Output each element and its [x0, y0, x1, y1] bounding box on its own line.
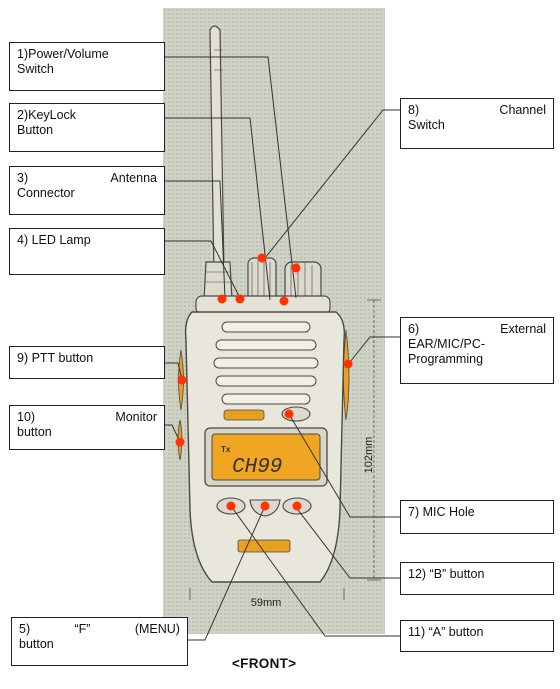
label-text: Button	[17, 123, 54, 137]
label-text: 6)	[408, 322, 420, 336]
label-text: Programming	[408, 352, 484, 366]
label-led-lamp: 4) LED Lamp	[9, 228, 165, 275]
callout-markers	[175, 253, 353, 511]
antenna-icon	[203, 25, 233, 301]
label-monitor-button: 10) Monitor button	[9, 405, 165, 450]
svg-text:Tx: Tx	[221, 445, 231, 454]
label-text: 9) PTT button	[17, 351, 94, 365]
label-text: 8)	[408, 103, 420, 117]
height-dimension	[367, 299, 381, 581]
label-text: 12) “B” button	[408, 567, 485, 581]
label-antenna-connector: 3) Antenna Connector	[9, 166, 165, 215]
label-text: Switch	[408, 118, 445, 132]
width-dimension	[189, 588, 345, 600]
label-text: Antenna	[110, 171, 157, 185]
label-text: Monitor	[115, 410, 157, 424]
label-power-volume-switch: 1)Power/Volume Switch	[9, 42, 165, 91]
leader-lines	[165, 56, 400, 641]
label-text: 5)	[19, 622, 31, 636]
label-b-button: 12) “B” button	[400, 562, 554, 595]
label-text: Switch	[17, 62, 54, 76]
label-text: (MENU)	[134, 622, 180, 636]
speaker-grille-icon	[213, 321, 319, 405]
height-dimension-label: 102mm	[363, 437, 375, 474]
label-text: 2)KeyLock	[17, 108, 77, 122]
lcd-channel-text: CH99	[232, 456, 282, 479]
label-text: button	[17, 425, 52, 439]
brand-badge	[237, 539, 291, 553]
label-text: External	[500, 322, 546, 336]
label-text: 4) LED Lamp	[17, 233, 91, 247]
label-mic-hole: 7) MIC Hole	[400, 500, 554, 534]
channel-knob-icon	[247, 257, 277, 301]
label-text: button	[19, 637, 54, 651]
label-keylock-button: 2)KeyLock Button	[9, 103, 165, 152]
label-text: “F”	[74, 622, 91, 636]
label-ptt-button: 9) PTT button	[9, 346, 165, 379]
label-text: 11) “A” button	[408, 625, 484, 639]
label-f-menu-button: 5) “F” (MENU) button	[11, 617, 188, 666]
label-channel-switch: 8) Channel Switch	[400, 98, 554, 149]
label-text: 7) MIC Hole	[408, 505, 475, 519]
label-text: Connector	[17, 186, 75, 200]
label-a-button: 11) “A” button	[400, 620, 554, 652]
lcd-display: Tx CH99	[204, 427, 328, 487]
label-text: 3)	[17, 171, 29, 185]
label-text: 1)Power/Volume	[17, 47, 109, 61]
width-dimension-label: 59mm	[251, 597, 282, 609]
label-text: 10)	[17, 410, 36, 424]
label-external-ear-mic: 6) External EAR/MIC/PC- Programming	[400, 317, 554, 384]
front-view-caption: <FRONT>	[232, 656, 297, 671]
label-text: EAR/MIC/PC-	[408, 337, 486, 351]
label-text: Channel	[499, 103, 546, 117]
